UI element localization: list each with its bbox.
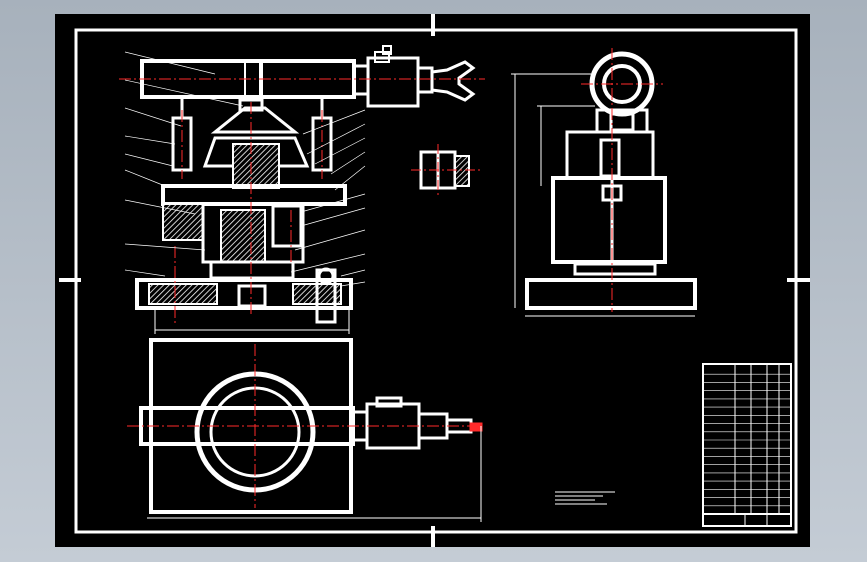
leader-lines xyxy=(124,51,366,287)
side-centerline xyxy=(581,48,663,312)
front-view xyxy=(135,45,476,334)
top-view xyxy=(139,338,483,522)
top-centerline xyxy=(127,344,475,508)
front-centerlines xyxy=(119,78,485,326)
title-block xyxy=(702,363,792,527)
cad-drawing xyxy=(59,14,810,547)
drawing-frame xyxy=(59,14,810,547)
title-block-rows xyxy=(703,373,791,507)
technical-notes xyxy=(555,491,615,505)
section-centerline xyxy=(411,144,483,196)
side-view xyxy=(511,51,697,317)
drawing-sheet xyxy=(55,14,810,547)
